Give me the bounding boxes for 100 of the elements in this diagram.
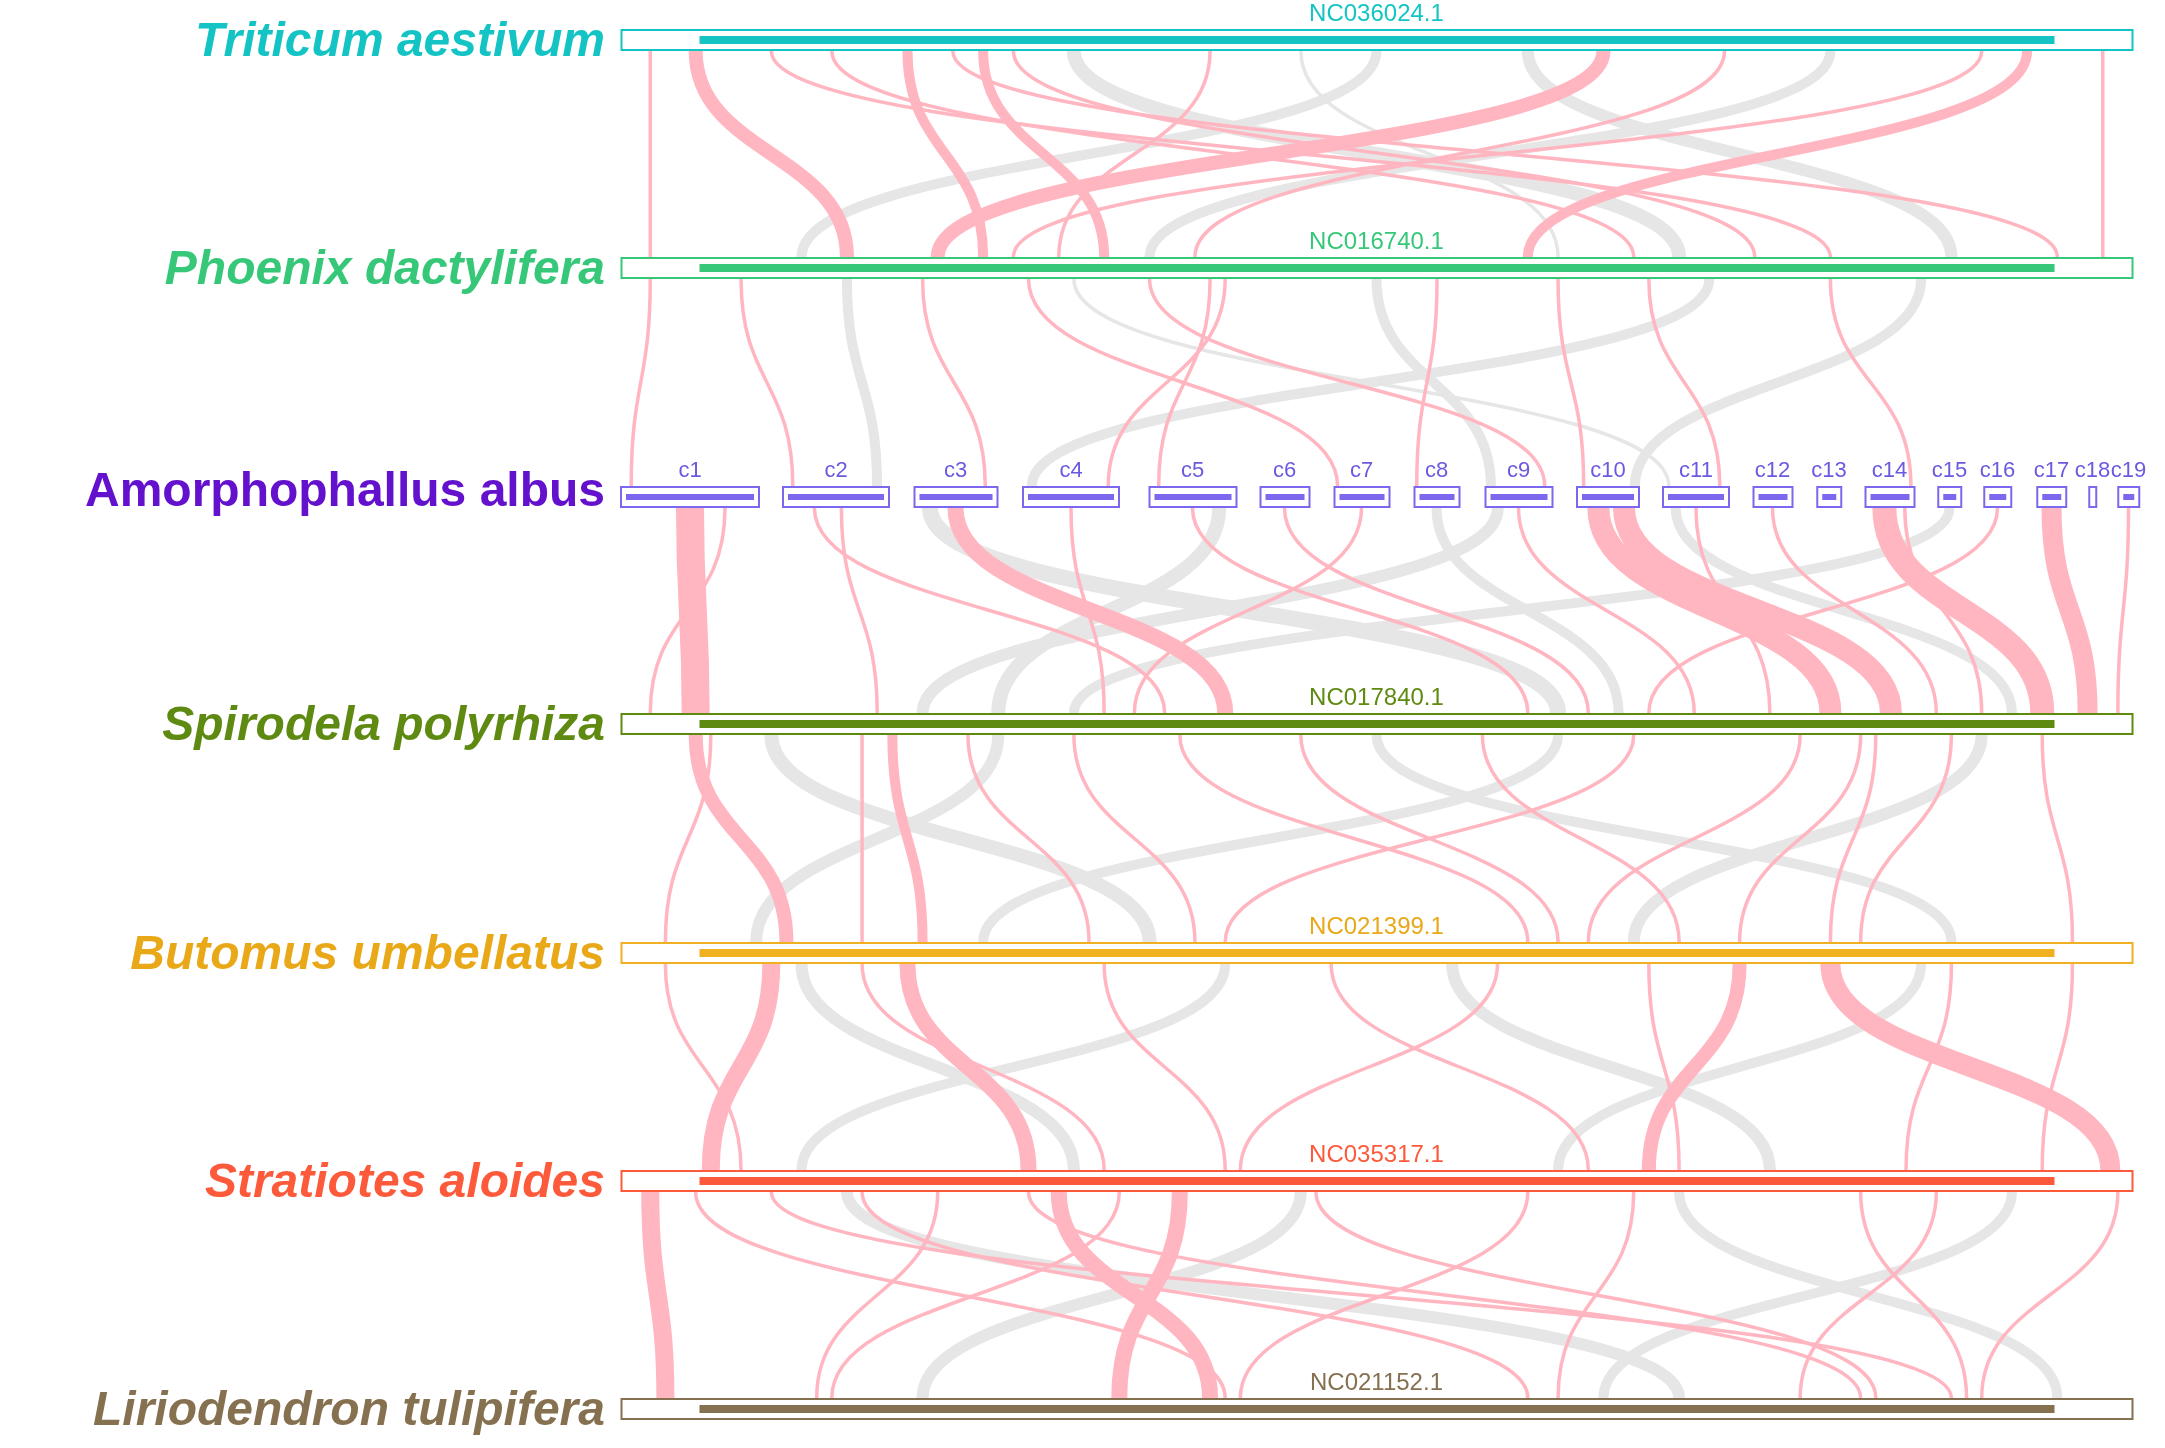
synteny-ribbon	[1371, 278, 1496, 487]
synteny-ribbon	[1446, 962, 1776, 1172]
synteny-ribbon	[814, 1191, 940, 1399]
synteny-ribbon	[1586, 734, 1802, 943]
species-label: Stratiotes aloides	[204, 1153, 605, 1209]
synteny-ribbon	[841, 278, 883, 487]
synteny-ribbon	[1027, 1191, 1863, 1399]
synteny-ribbon	[1156, 278, 1212, 487]
contig-label: c18	[2074, 456, 2111, 484]
contig-label: c17	[2033, 456, 2070, 484]
sequence-label: NC021152.1	[1310, 1368, 1443, 1396]
synteny-ribbon	[1647, 963, 1681, 1171]
synteny-ribbon	[1858, 734, 1954, 943]
contig-label: c4	[1059, 456, 1083, 484]
synteny-ribbon	[1193, 50, 1727, 258]
contig-label: c11	[1679, 456, 1713, 484]
contig-label: c12	[1754, 456, 1791, 484]
synteny-ribbon	[1072, 734, 1197, 943]
synteny-ribbon	[1828, 734, 1878, 943]
synteny-ribbon	[648, 51, 652, 257]
synteny-ribbon	[648, 507, 727, 714]
contig-label: c8	[1424, 456, 1449, 484]
contig-label: c14	[1871, 456, 1908, 484]
synteny-ribbon	[1069, 507, 1106, 714]
synteny-ribbon	[1828, 278, 1913, 487]
synteny-ribbon	[1238, 963, 1500, 1171]
synteny-ribbon	[1904, 963, 1954, 1171]
synteny-ribbon	[1798, 1191, 1939, 1399]
synteny-ribbon	[1329, 963, 1591, 1171]
species-label: Spirodela polyrhiza	[162, 696, 605, 752]
synteny-ribbon	[1556, 278, 1586, 487]
synteny-ribbon	[1299, 50, 1560, 258]
synteny-ribbon	[694, 1191, 1227, 1399]
synteny-ribbon	[770, 1190, 1953, 1400]
synteny-ribbon	[839, 507, 879, 714]
sequence-label: NC021399.1	[1309, 912, 1444, 940]
synteny-ribbon	[2116, 508, 2131, 713]
synteny-ribbon	[1516, 507, 1696, 714]
synteny-ribbon	[795, 962, 1080, 1172]
synteny-ribbon	[701, 963, 781, 1171]
synteny-ribbon	[966, 734, 1091, 943]
synteny-ribbon	[739, 278, 795, 487]
synteny-ribbon	[1132, 507, 1364, 714]
synteny-ribbon	[796, 962, 1230, 1172]
synteny-ribbon	[1415, 278, 1439, 487]
synteny-ribbon	[1178, 734, 1530, 943]
synteny-ribbon	[663, 963, 743, 1171]
synteny-ribbon	[2040, 734, 2075, 943]
synteny-ribbon	[1057, 50, 1212, 258]
sequence-label: NC035317.1	[1309, 1140, 1444, 1168]
contig-label: c13	[1811, 456, 1847, 484]
species-label: Butomus umbellatus	[130, 925, 605, 981]
synteny-ribbon	[1556, 1191, 1636, 1399]
synteny-ribbon	[916, 1190, 1307, 1400]
species-label: Amorphophallus albus	[84, 462, 605, 518]
contig-label: c16	[1979, 456, 2016, 484]
synteny-ribbon	[750, 733, 1005, 944]
sequence-label: NC017840.1	[1309, 683, 1444, 711]
synteny-ribbon	[978, 50, 1110, 258]
synteny-ribbon	[920, 278, 987, 487]
contig-label: c1	[678, 456, 702, 484]
synteny-ribbon	[1858, 1191, 1969, 1399]
contig-label: c3	[943, 456, 968, 484]
sequence-label: NC036024.1	[1309, 0, 1444, 27]
synteny-ribbon	[1627, 733, 1988, 944]
contig-label: c2	[824, 456, 848, 484]
synteny-ribbon	[688, 50, 854, 258]
sequence-label: NC016740.1	[1309, 227, 1444, 255]
synteny-ribbon	[902, 50, 989, 258]
synteny-ribbon	[2040, 963, 2075, 1171]
contig-label: c7	[1349, 456, 1374, 484]
synteny-ribbon	[1050, 1191, 1218, 1399]
synteny-ribbon	[1431, 507, 1624, 714]
contig-label: c19	[2110, 456, 2147, 484]
synteny-ribbon	[2101, 51, 2105, 257]
synteny-ribbon	[676, 507, 710, 714]
synteny-ribbon	[947, 506, 1233, 715]
synteny-ribbon	[860, 963, 1106, 1171]
synteny-ribbon	[899, 963, 1037, 1171]
synteny-ribbon	[860, 735, 864, 942]
synteny-ribbon	[1190, 507, 1530, 714]
synteny-ribbon	[1282, 507, 1590, 714]
contig-label: c9	[1506, 456, 1531, 484]
synteny-ribbon	[1238, 1191, 1530, 1399]
contig-label: c5	[1180, 456, 1205, 484]
synteny-ribbon	[1674, 1190, 2063, 1400]
synteny-ribbon	[1630, 277, 1927, 488]
species-label: Triticum aestivum	[195, 12, 605, 68]
contig-label: c10	[1590, 456, 1626, 484]
species-label: Liriodendron tulipifera	[93, 1381, 605, 1437]
synteny-ribbon	[1737, 734, 1863, 943]
synteny-ribbon	[1106, 278, 1227, 487]
synteny-ribbon	[2041, 507, 2098, 714]
synteny-ribbon	[1903, 507, 1984, 714]
synteny-ribbon	[629, 278, 652, 487]
synteny-ribbon	[1011, 50, 1757, 258]
synteny-ribbon	[1102, 963, 1227, 1171]
contig-label: c6	[1272, 456, 1297, 484]
synteny-ribbon	[1299, 734, 1560, 943]
synteny-ribbon	[1480, 734, 1681, 943]
